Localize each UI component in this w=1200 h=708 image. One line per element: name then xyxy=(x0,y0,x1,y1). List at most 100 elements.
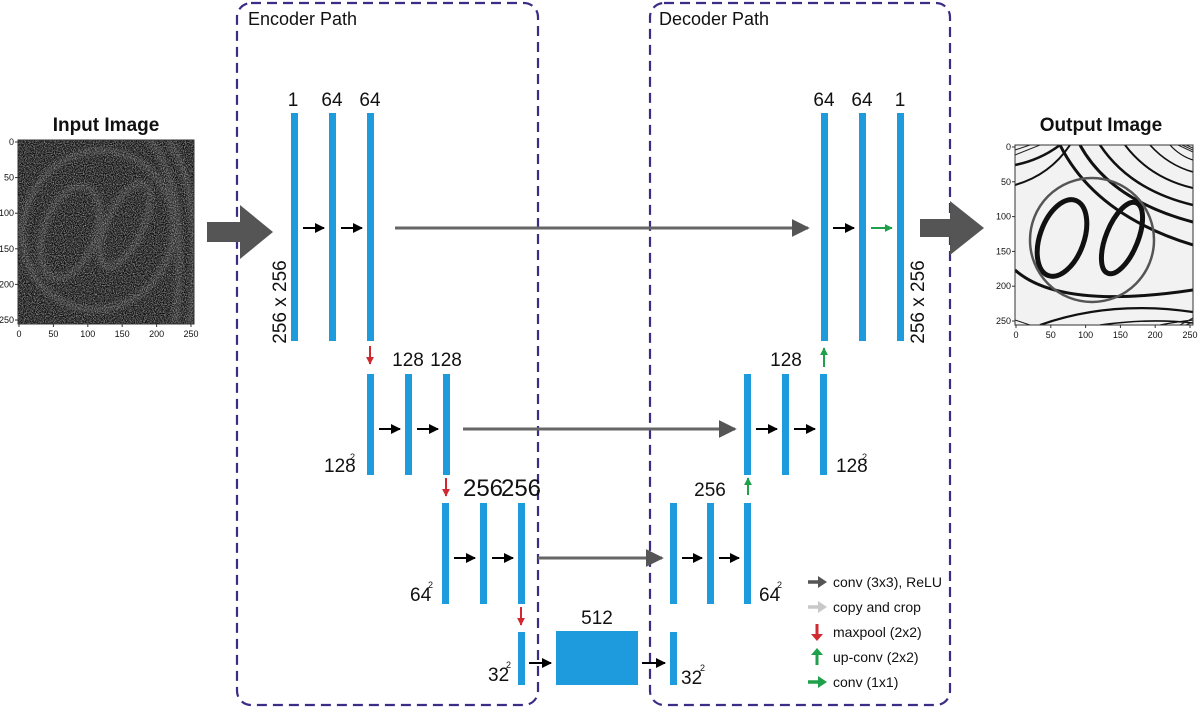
conv-arrows xyxy=(303,223,855,668)
channel-label: 64 xyxy=(359,90,381,111)
feature-map-enc1-b xyxy=(367,113,374,341)
tick-label: 0 xyxy=(1006,142,1011,152)
skip-connections xyxy=(395,219,810,567)
legend-item-conv: conv (3x3), ReLU xyxy=(808,574,942,590)
size-label-dec2: 128 xyxy=(836,456,868,477)
tick-label: 50 xyxy=(48,329,58,339)
size-labels: 256 x 256 256 x 256 128 2 128 2 64 2 64 … xyxy=(270,260,929,689)
input-big-arrow xyxy=(207,205,273,259)
tick-label: 100 xyxy=(0,208,14,218)
size-label-enc2: 128 xyxy=(324,456,356,477)
channel-label: 256 xyxy=(694,480,726,501)
tick-label: 150 xyxy=(996,246,1011,256)
feature-map-enc3-b xyxy=(480,503,487,604)
tick-label: 50 xyxy=(4,173,14,183)
legend-label: copy and crop xyxy=(833,599,921,615)
feature-map-enc2-c xyxy=(443,374,450,475)
tick-label: 0 xyxy=(1013,330,1018,340)
feature-map-enc3-c xyxy=(518,503,525,604)
channel-label: 64 xyxy=(813,90,835,111)
size-label-dec1: 256 x 256 xyxy=(908,260,929,343)
feature-map-enc4 xyxy=(518,632,525,685)
channel-label: 128 xyxy=(430,350,462,371)
tick-label: 100 xyxy=(1078,330,1093,340)
encoder-path-title: Encoder Path xyxy=(248,9,357,29)
size-label-enc1: 256 x 256 xyxy=(270,260,291,343)
feature-map-enc3-a xyxy=(442,503,449,604)
feature-map-dec2-b xyxy=(782,374,789,475)
channel-label: 256 xyxy=(501,475,541,502)
legend-item-upconv: up-conv (2x2) xyxy=(811,648,919,665)
channel-label: 512 xyxy=(581,608,613,629)
channel-label: 128 xyxy=(392,350,424,371)
output-big-arrow xyxy=(920,201,984,255)
feature-map-dec3-a xyxy=(670,503,677,604)
upconv-arrows xyxy=(744,347,828,495)
tick-label: 150 xyxy=(0,244,14,254)
feature-map-dec1-c xyxy=(897,113,904,341)
output-image-frame xyxy=(1014,144,1194,326)
input-image-title: Input Image xyxy=(53,115,160,136)
feature-map-enc2-b xyxy=(405,374,412,475)
output-image-panel: Output Image xyxy=(996,115,1198,340)
feature-map-dec3-b xyxy=(707,503,714,604)
superscript: 2 xyxy=(506,660,511,670)
channel-label: 64 xyxy=(321,90,343,111)
decoder-path-title: Decoder Path xyxy=(659,9,769,29)
superscript: 2 xyxy=(777,580,782,590)
tick-label: 200 xyxy=(996,281,1011,291)
legend-item-copy: copy and crop xyxy=(808,599,921,615)
input-image-y-ticks: 0 50 100 150 200 250 xyxy=(0,137,18,325)
legend-item-maxpool: maxpool (2x2) xyxy=(811,624,922,641)
input-image-panel: Input Image 0 50 100 150 200 250 0 50 100 150 200… xyxy=(0,115,199,339)
channel-label: 256 xyxy=(463,475,503,502)
tick-label: 0 xyxy=(9,137,14,147)
feature-map-dec2-c xyxy=(820,374,827,475)
legend-label: conv (3x3), ReLU xyxy=(833,574,942,590)
feature-map-dec1-b xyxy=(859,113,866,341)
input-image-frame xyxy=(17,139,195,325)
tick-label: 50 xyxy=(1001,177,1011,187)
tick-label: 150 xyxy=(115,329,130,339)
encoder-path-box xyxy=(235,1,540,707)
tick-label: 250 xyxy=(0,315,14,325)
tick-label: 100 xyxy=(80,329,95,339)
tick-label: 50 xyxy=(1046,330,1056,340)
feature-map-dec4 xyxy=(670,632,677,685)
feature-map-dec1-a xyxy=(821,113,828,341)
superscript: 2 xyxy=(428,580,433,590)
output-image-y-ticks: 0 50 100 150 200 250 xyxy=(996,142,1015,326)
feature-map-dec2-a xyxy=(744,374,751,475)
channel-label: 1 xyxy=(895,90,906,111)
superscript: 2 xyxy=(700,663,705,673)
superscript: 2 xyxy=(350,452,355,462)
output-image-title: Output Image xyxy=(1040,115,1162,136)
tick-label: 150 xyxy=(1113,330,1128,340)
legend-label: conv (1x1) xyxy=(833,674,898,690)
feature-map-enc2-a xyxy=(367,374,374,475)
legend: conv (3x3), ReLU copy and crop maxpool (2x… xyxy=(808,574,942,690)
channel-label: 64 xyxy=(851,90,873,111)
channel-label: 128 xyxy=(770,350,802,371)
channel-label: 1 xyxy=(288,90,299,111)
size-label-enc4: 32 xyxy=(488,665,509,686)
tick-label: 200 xyxy=(149,329,164,339)
legend-label: up-conv (2x2) xyxy=(833,649,919,665)
legend-label: maxpool (2x2) xyxy=(833,624,922,640)
decoder-path-box xyxy=(648,1,952,707)
size-label-dec3: 64 xyxy=(759,585,781,606)
tick-label: 200 xyxy=(0,279,14,289)
tick-label: 250 xyxy=(1182,330,1197,340)
size-label-dec4: 32 xyxy=(681,668,702,689)
feature-map-bottleneck xyxy=(556,631,638,685)
tick-label: 250 xyxy=(183,329,198,339)
size-label-enc3: 64 xyxy=(410,585,432,606)
tick-label: 250 xyxy=(996,316,1011,326)
channel-labels: 1 64 64 128 128 256 256 512 256 128 64 6… xyxy=(288,90,906,629)
tick-label: 100 xyxy=(996,212,1011,222)
legend-item-conv1x1: conv (1x1) xyxy=(808,674,898,690)
feature-map-enc1-in xyxy=(291,113,298,341)
